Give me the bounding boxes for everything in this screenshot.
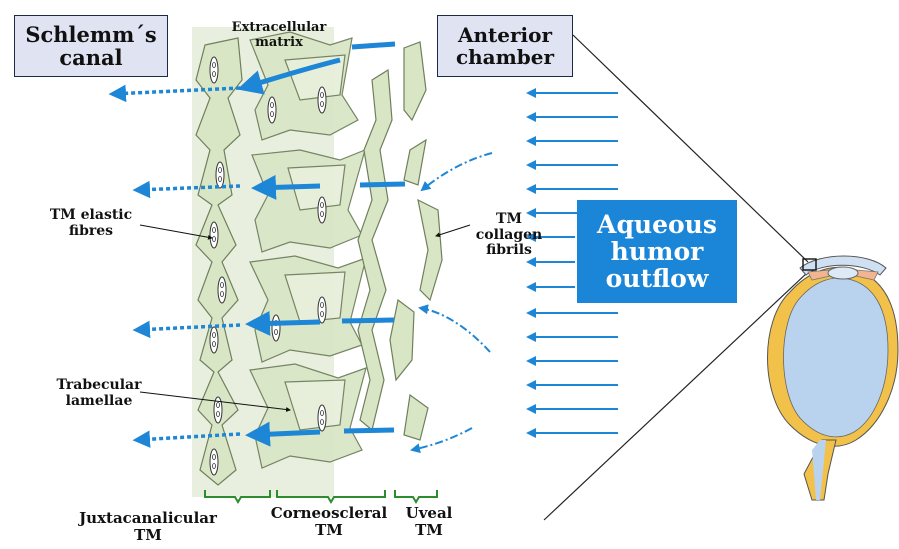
schlemms-canal-line2: canal bbox=[15, 46, 167, 69]
tm-collagen-fibrils-label: TM collagen fibrils bbox=[474, 212, 544, 259]
extracellular-matrix-label: Extracellular matrix bbox=[214, 21, 344, 50]
tm-elastic-line1: TM elastic bbox=[43, 208, 139, 224]
uveal-beams bbox=[358, 42, 442, 440]
extracellular-matrix-line1: Extracellular bbox=[214, 21, 344, 36]
aqueous-humor-outflow-label: Aqueous humor outflow bbox=[577, 200, 737, 303]
trabecular-line1: Trabecular bbox=[52, 378, 146, 394]
corneoscleral-line2: TM bbox=[264, 522, 394, 539]
extracellular-matrix-line2: matrix bbox=[214, 36, 344, 51]
corneoscleral-tm-label: Corneoscleral TM bbox=[264, 505, 394, 539]
tm-collagen-line1: TM bbox=[474, 212, 544, 228]
juxtacanalicular-tm-label: Juxtacanalicular TM bbox=[60, 510, 236, 544]
juxtacanalicular-line2: TM bbox=[60, 527, 236, 544]
trabecular-line2: lamellae bbox=[52, 394, 146, 410]
juxtacanalicular-line1: Juxtacanalicular bbox=[60, 510, 236, 527]
uveal-line1: Uveal bbox=[396, 505, 462, 522]
uveal-line2: TM bbox=[396, 522, 462, 539]
corneoscleral-line1: Corneoscleral bbox=[264, 505, 394, 522]
trabecular-lamellae-label: Trabecular lamellae bbox=[52, 378, 146, 409]
tm-elastic-fibres-label: TM elastic fibres bbox=[43, 208, 139, 239]
aqueous-line3: outflow bbox=[577, 265, 737, 292]
tm-elastic-line2: fibres bbox=[43, 224, 139, 240]
aqueous-line1: Aqueous bbox=[577, 211, 737, 238]
schlemms-canal-line1: Schlemm´s bbox=[15, 23, 167, 46]
anterior-chamber-line1: Anterior bbox=[438, 24, 572, 46]
tm-collagen-line2: collagen bbox=[474, 228, 544, 244]
schlemms-canal-label: Schlemm´s canal bbox=[14, 15, 168, 77]
tm-collagen-line3: fibrils bbox=[474, 243, 544, 259]
anterior-chamber-line2: chamber bbox=[438, 46, 572, 68]
anterior-chamber-label: Anterior chamber bbox=[437, 15, 573, 77]
uveal-tm-label: Uveal TM bbox=[396, 505, 462, 539]
eye-illustration bbox=[768, 256, 899, 500]
aqueous-line2: humor bbox=[577, 238, 737, 265]
